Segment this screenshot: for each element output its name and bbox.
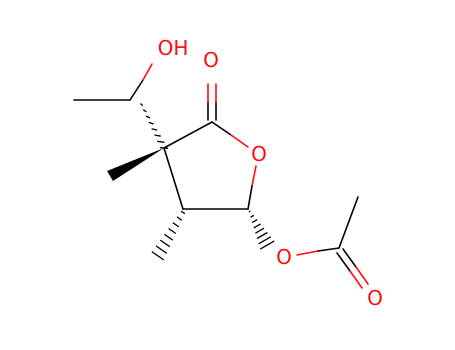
- bond-acyl-carbonyl-b-oxygen-half: [355, 266, 369, 285]
- hashed-bond-c3-sidechain: [139, 103, 169, 150]
- atom-label-layer: OH O O O O: [158, 36, 383, 310]
- bond-acyl-c-methyl: [338, 196, 359, 249]
- bond-c2-ring-o-oxygen-half: [230, 134, 249, 148]
- bond-ester-o-acyl-c-oxygen-half: [296, 250, 319, 256]
- bond-acyl-carbonyl-a-carbon-half: [336, 252, 351, 272]
- hashed-bond-c4-methyl: [151, 210, 186, 261]
- bond-acyl-carbonyl-b-carbon-half: [342, 248, 357, 268]
- bond-c2-ring-o-carbon-half: [211, 121, 232, 136]
- atom-acetyl-carbonyl-oxygen: O: [367, 286, 383, 310]
- bond-acyl-carbonyl-a-oxygen-half: [349, 270, 363, 289]
- bond-layer: [73, 63, 369, 289]
- wedge-bond-c3-methyl: [107, 148, 164, 181]
- atom-ester-oxygen: O: [276, 245, 292, 269]
- atom-hydroxyl: OH: [158, 36, 189, 60]
- bond-ring-o-c5-carbon-half: [247, 185, 253, 210]
- bond-c3-c2: [163, 121, 213, 149]
- bond-ester-o-acyl-c-carbon-half: [317, 247, 340, 252]
- bond-choh-to-oh-oxygen-half: [142, 63, 153, 81]
- hashed-bond-c5-ester-oxygen: [248, 210, 275, 250]
- atom-carbonyl-oxygen: O: [203, 48, 219, 72]
- atom-ring-oxygen: O: [251, 142, 267, 166]
- bond-choh-to-oh-carbon-half: [129, 79, 144, 101]
- bond-ring-o-c5-oxygen-half: [251, 165, 257, 187]
- bond-c4-c3: [163, 147, 184, 210]
